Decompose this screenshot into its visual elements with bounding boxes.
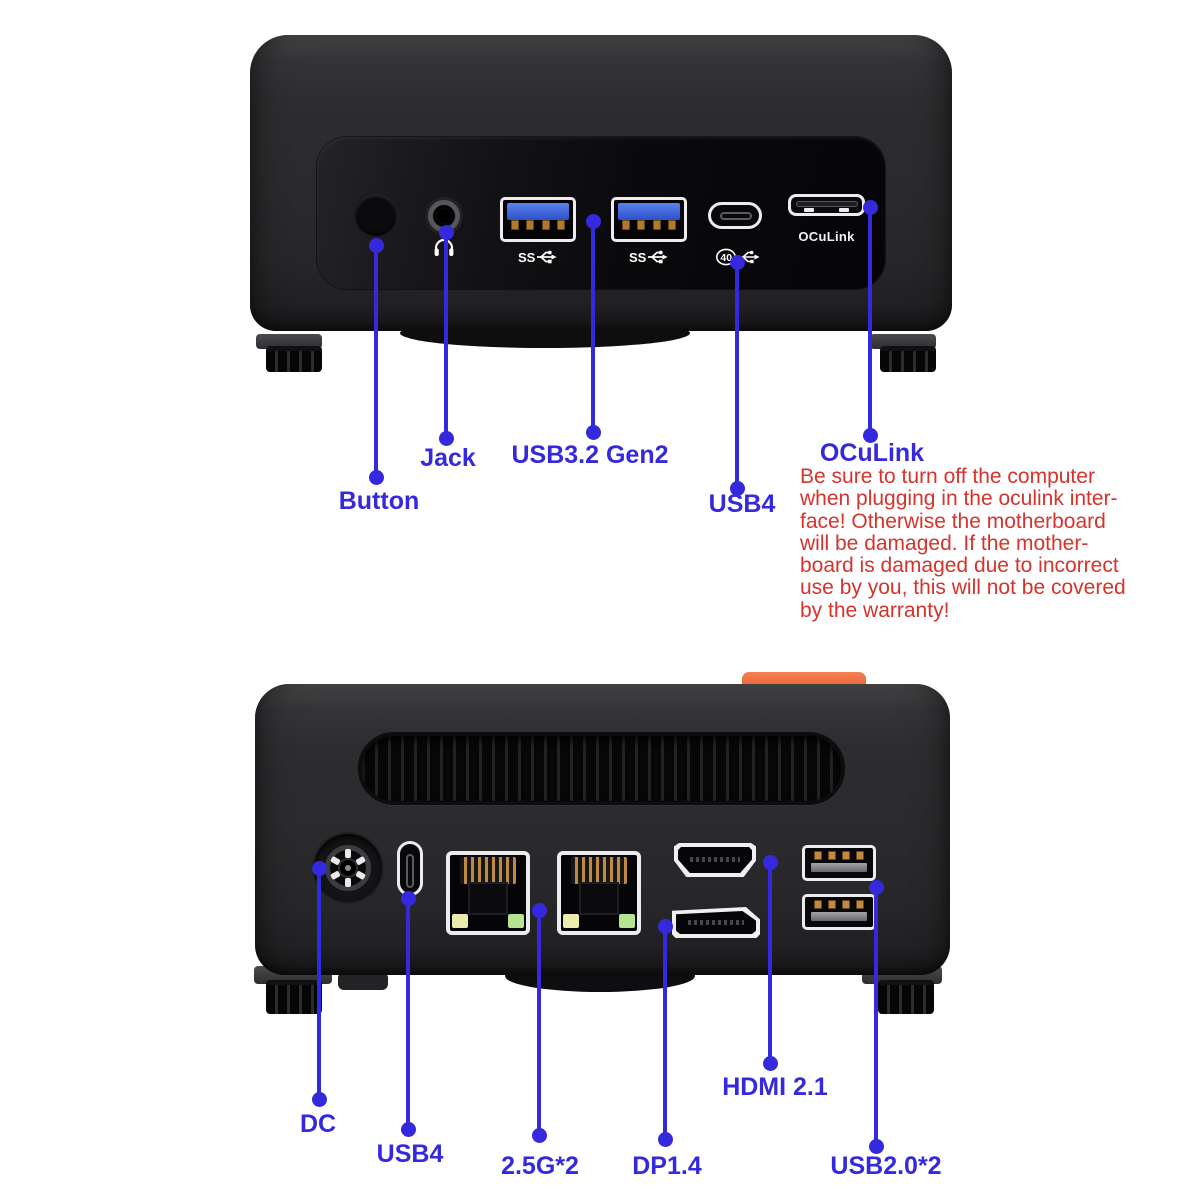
label-usb32: USB3.2 Gen2	[511, 441, 669, 469]
oculink-slot	[796, 201, 858, 207]
leader-line-dc	[317, 868, 321, 1099]
rear-small-nub	[338, 972, 388, 990]
leader-line-usb2	[874, 887, 878, 1146]
usb-pins	[511, 220, 565, 230]
lan-led-green	[508, 914, 524, 928]
ss-usb3-icon: SS	[629, 250, 668, 265]
leader-line-button	[374, 245, 378, 477]
usb-c-slot	[720, 212, 752, 220]
label-oculink: OCuLink	[819, 439, 925, 467]
dc-power-jack[interactable]	[314, 834, 382, 902]
front-io-panel: SS SS	[317, 137, 885, 289]
leader-line-hdmi	[768, 862, 772, 1063]
vent-grille	[358, 732, 845, 805]
label-usb2: USB2.0*2	[830, 1152, 942, 1180]
oculink-print: OCuLink	[798, 229, 855, 244]
leader-line-jack	[444, 232, 448, 438]
leader-line-dp	[663, 926, 667, 1139]
displayport-port[interactable]	[672, 907, 760, 938]
lan-led-yellow	[563, 914, 579, 928]
label-dp: DP1.4	[632, 1152, 702, 1180]
label-button: Button	[338, 487, 420, 515]
label-jack: Jack	[420, 444, 476, 472]
usb-c-slot	[406, 854, 414, 888]
usb-a-3.2-port-1[interactable]	[500, 197, 576, 242]
leader-line-usb32	[591, 221, 595, 432]
leader-line-usb4-rear	[406, 898, 410, 1129]
audio-jack-port[interactable]	[428, 200, 460, 232]
usb-blue-tongue	[618, 203, 680, 220]
front-left-foot	[266, 346, 322, 372]
ethernet-port-1[interactable]	[446, 851, 530, 935]
leader-line-lan	[537, 910, 541, 1135]
label-hdmi: HDMI 2.1	[722, 1073, 828, 1101]
oculink-warning-text: Be sure to turn off the computer when pl…	[800, 465, 1126, 622]
front-right-foot	[880, 346, 936, 372]
lan-led-yellow	[452, 914, 468, 928]
usb4-type-c-port[interactable]	[708, 202, 762, 229]
rear-right-foot	[878, 980, 934, 1014]
label-lan: 2.5G*2	[501, 1152, 579, 1180]
mini-pc-front-view: SS SS	[250, 35, 952, 331]
usb4-type-c-port-rear[interactable]	[397, 841, 423, 896]
label-usb4-front: USB4	[708, 490, 776, 518]
usb-pins	[622, 220, 676, 230]
svg-text:40: 40	[720, 252, 732, 264]
label-usb4-rear: USB4	[376, 1140, 444, 1168]
label-dc: DC	[299, 1110, 337, 1138]
svg-text:SS: SS	[518, 250, 536, 265]
front-left-stand	[256, 334, 322, 349]
usb-a-3.2-port-2[interactable]	[611, 197, 687, 242]
ethernet-port-2[interactable]	[557, 851, 641, 935]
leader-line-oculink	[868, 207, 872, 435]
usb-a-2.0-port-1[interactable]	[802, 845, 876, 881]
power-button[interactable]	[355, 194, 397, 236]
front-right-stand	[870, 334, 936, 349]
leader-line-usb4	[735, 262, 739, 488]
oculink-port[interactable]	[788, 194, 865, 216]
hdmi-port[interactable]	[674, 843, 756, 877]
usb-blue-tongue	[507, 203, 569, 220]
svg-text:SS: SS	[629, 250, 647, 265]
lan-led-green	[619, 914, 635, 928]
rear-left-foot	[266, 980, 322, 1014]
mini-pc-rear-view	[255, 684, 950, 975]
ss-usb3-icon: SS	[518, 250, 557, 265]
